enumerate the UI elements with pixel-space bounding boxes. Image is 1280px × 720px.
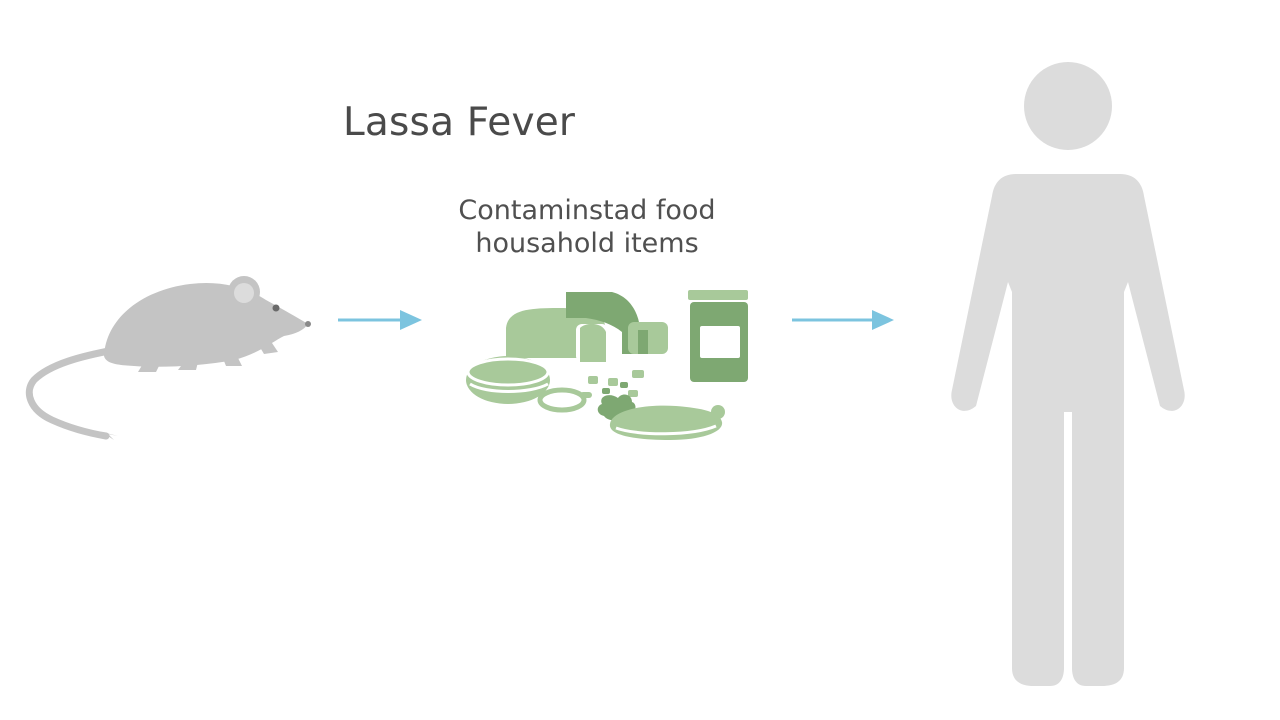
food-caption-line-2: housahold items [475,228,699,259]
food-caption: Contaminstad food housahold items [442,194,732,260]
contaminated-food-icon [466,290,748,440]
rat-icon [26,276,311,440]
person-icon [951,62,1185,686]
arrow-right-icon [338,310,422,330]
arrow-right-icon [792,310,894,330]
food-caption-line-1: Contaminstad food [458,195,716,226]
diagram-title: Lassa Fever [343,100,576,145]
